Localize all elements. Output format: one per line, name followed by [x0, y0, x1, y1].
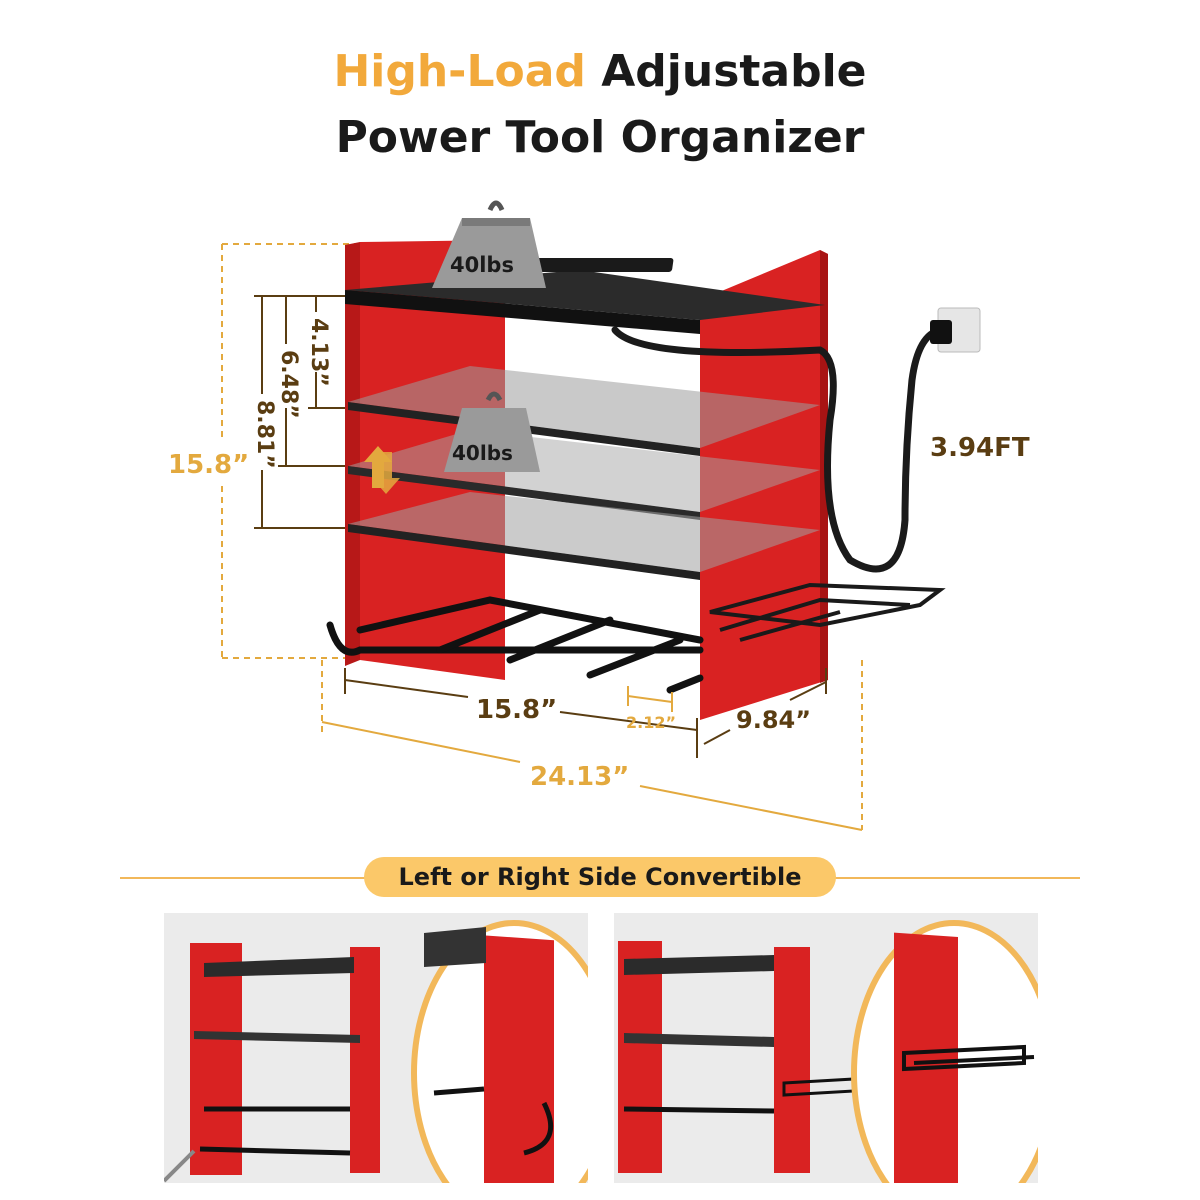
title-rest: Adjustable: [601, 46, 867, 97]
width-guides: [344, 668, 827, 758]
cord-length-label: 3.94FT: [930, 433, 1030, 463]
banner-divider-right: [834, 877, 1080, 879]
right-configuration-photo: [614, 913, 1038, 1183]
page-title-line-2: Power Tool Organizer: [335, 112, 865, 163]
weight-top-label: 40lbs: [450, 253, 514, 277]
height-guide: [221, 243, 360, 659]
power-cord: [611, 326, 944, 573]
tool-holder-rack: [326, 596, 704, 694]
title-highlight: High-Load: [333, 46, 586, 97]
product-diagram: 15.8” 4.13” 6.48” 8.81”: [168, 200, 1030, 831]
weight-icon-top: [432, 200, 546, 288]
weight-middle-label: 40lbs: [452, 441, 513, 465]
banner-divider-left: [120, 877, 366, 879]
slot-guide: [627, 686, 673, 712]
height-total-label: 15.8”: [168, 450, 249, 480]
depth-label: 9.84”: [736, 706, 811, 734]
width-label: 15.8”: [476, 695, 557, 725]
gap-2-label: 6.48”: [276, 350, 301, 419]
total-length-guide: [321, 660, 863, 831]
convertible-banner: Left or Right Side Convertible: [364, 857, 836, 897]
mesh-shelf-1: [348, 366, 820, 448]
gap-1-label: 4.13”: [306, 318, 331, 387]
weight-icon-middle: [444, 391, 540, 472]
left-configuration-photo: [164, 913, 588, 1183]
slot-spacing-label: 2.12”: [626, 713, 676, 732]
adjust-arrows-icon: [364, 446, 400, 494]
left-panel-edge: [345, 242, 360, 666]
page-title-line-1: High-Load Adjustable: [0, 46, 1200, 97]
gap-3-label: 8.81”: [252, 400, 277, 469]
side-hanger-rack: [709, 582, 946, 642]
total-length-label: 24.13”: [530, 762, 629, 792]
power-strip: [522, 258, 674, 272]
gap-guides: [254, 295, 350, 529]
mesh-shelf-3: [348, 492, 820, 572]
plug-icon: [930, 320, 952, 344]
